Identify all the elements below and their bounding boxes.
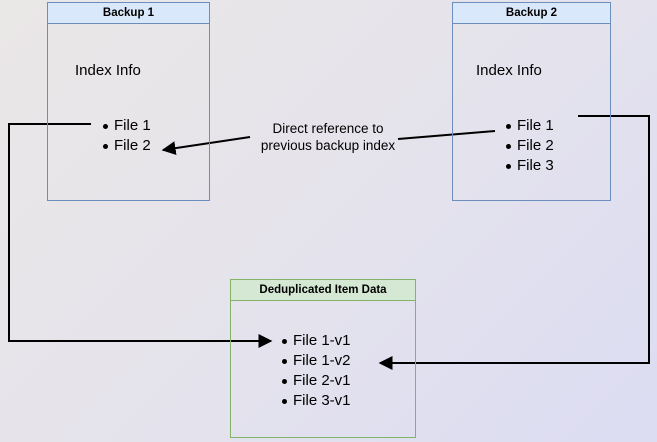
node-dedup-body: File 1-v1 File 1-v2 File 2-v1 File 3-v1 — [231, 301, 415, 437]
list-item: File 3 — [506, 157, 554, 174]
node-backup-1-header: Backup 1 — [48, 3, 209, 24]
node-backup-2[interactable]: Backup 2 Index Info File 1 File 2 File 3 — [452, 2, 611, 201]
list-item: File 2-v1 — [282, 372, 351, 389]
node-backup-1-body: Index Info File 1 File 2 — [48, 24, 209, 200]
dedup-file-list: File 1-v1 File 1-v2 File 2-v1 File 3-v1 — [277, 331, 351, 411]
node-backup-2-body: Index Info File 1 File 2 File 3 — [453, 24, 610, 200]
backup-2-file-list: File 1 File 2 File 3 — [501, 116, 554, 176]
backup-1-index-info-title: Index Info — [75, 62, 141, 79]
list-item: File 1-v2 — [282, 352, 351, 369]
node-dedup-header: Deduplicated Item Data — [231, 280, 415, 301]
node-backup-2-header: Backup 2 — [453, 3, 610, 24]
list-item: File 2 — [103, 137, 151, 154]
list-item: File 2 — [506, 137, 554, 154]
list-item: File 1 — [103, 117, 151, 134]
backup-1-file-list: File 1 File 2 — [98, 116, 151, 156]
list-item: File 3-v1 — [282, 392, 351, 409]
node-backup-1[interactable]: Backup 1 Index Info File 1 File 2 — [47, 2, 210, 201]
list-item: File 1-v1 — [282, 332, 351, 349]
backup-2-index-info-title: Index Info — [476, 62, 542, 79]
list-item: File 1 — [506, 117, 554, 134]
edge-label-direct-reference: Direct reference to previous backup inde… — [260, 121, 396, 153]
node-deduplicated-item-data[interactable]: Deduplicated Item Data File 1-v1 File 1-… — [230, 279, 416, 438]
